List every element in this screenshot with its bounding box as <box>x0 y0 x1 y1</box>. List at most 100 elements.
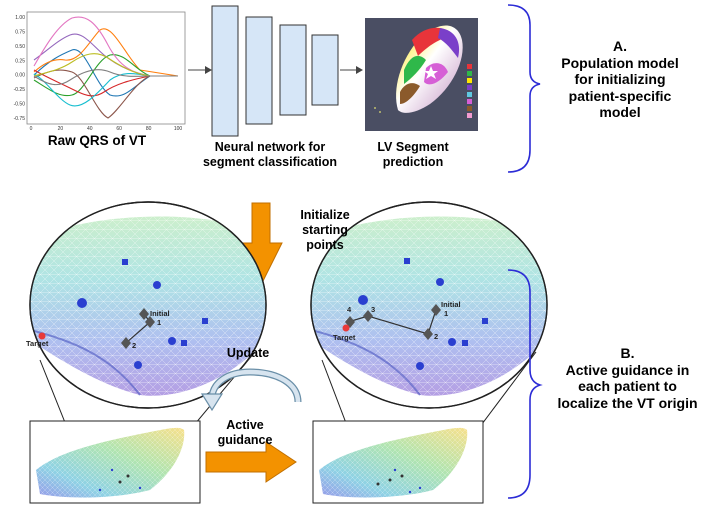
section-a-line: patient-specific <box>568 87 672 104</box>
qrs-x-tick-label: 60 <box>116 126 122 132</box>
bracket-a <box>507 4 541 173</box>
sample-point <box>462 340 468 346</box>
label-2: 2 <box>434 332 438 341</box>
qrs-y-tick-label: 0.50 <box>15 44 25 50</box>
right-mini-view <box>312 351 537 504</box>
network-layer <box>279 24 307 116</box>
qrs-trace <box>33 69 178 97</box>
section-b-line: Active guidance in <box>565 361 690 378</box>
sample-point <box>122 259 128 265</box>
label-4: 4 <box>347 305 352 314</box>
qrs-x-tick-label: 100 <box>174 126 183 132</box>
sample-point <box>153 281 161 289</box>
neural-network-label-line: Neural network for <box>214 140 326 154</box>
lv-prediction-label: LV Segment prediction <box>358 140 468 170</box>
qrs-plot-label: Raw QRS of VT <box>47 133 147 148</box>
qrs-y-tick-label: -0.75 <box>14 116 26 122</box>
qrs-trace <box>33 69 178 86</box>
qrs-y-tick-label: 1.00 <box>15 15 25 21</box>
label-1: 1 <box>444 309 448 318</box>
left-mini-view <box>29 351 256 504</box>
guidance-path <box>347 309 437 335</box>
target-marker <box>342 324 350 332</box>
qrs-y-tick-label: -0.50 <box>14 102 26 108</box>
sample-point <box>482 318 488 324</box>
qrs-trace <box>33 53 178 77</box>
qrs-y-tick-label: -0.25 <box>14 87 26 93</box>
star-icon <box>424 66 438 79</box>
section-a-line: Population model <box>561 54 679 71</box>
lv-prediction-label-line: LV Segment <box>377 140 449 154</box>
network-layer <box>211 5 239 137</box>
section-b-line: localize the VT origin <box>557 394 698 411</box>
section-b-line: each patient to <box>578 378 677 395</box>
qrs-traces <box>33 16 179 119</box>
initial-marker <box>431 304 441 316</box>
network-layer <box>245 16 273 125</box>
initialize-label: Initialize starting points <box>285 208 365 252</box>
active-guidance-arrow <box>205 441 297 483</box>
label-initial: Initial <box>441 300 461 309</box>
section-a-line: for initializing <box>574 71 666 88</box>
active-guidance-label-line: guidance <box>217 432 273 447</box>
initialize-label-line: starting <box>302 222 348 237</box>
label-3: 3 <box>371 305 375 314</box>
point-2-marker <box>121 337 131 349</box>
point-1-marker <box>145 316 155 328</box>
network-layer <box>311 34 339 106</box>
active-guidance-label: Active guidance <box>200 418 290 448</box>
update-cycle-arrow <box>200 368 302 412</box>
sample-point <box>436 278 444 286</box>
sample-point <box>168 337 176 345</box>
initialize-arrow <box>239 202 283 287</box>
point-3-marker <box>363 310 373 322</box>
initialize-label-line: Initialize <box>300 208 350 222</box>
lv-prediction-label-line: prediction <box>382 154 444 169</box>
neural-network-label: Neural network for segment classificatio… <box>190 140 350 170</box>
bracket-b <box>507 269 543 499</box>
active-guidance-label-line: Active <box>226 418 264 432</box>
segment-color-legend <box>467 64 472 118</box>
label-target: Target <box>26 339 49 348</box>
qrs-x-tick-label: 80 <box>146 126 152 132</box>
qrs-y-tick-label: 0.75 <box>15 29 25 35</box>
label-2: 2 <box>132 341 136 350</box>
neural-network-label-line: segment classification <box>202 154 338 169</box>
section-b-label: B. Active guidance in each patient to lo… <box>545 345 710 411</box>
point-2-marker <box>423 328 433 340</box>
lv-segment-prediction-image <box>365 18 478 131</box>
arrow-qrs-to-network <box>188 66 212 74</box>
arrow-network-to-lv <box>340 66 363 74</box>
section-b-line: B. <box>620 345 635 361</box>
label-initial: Initial <box>150 309 170 318</box>
label-1: 1 <box>157 318 161 327</box>
qrs-trace <box>33 72 178 107</box>
sample-point <box>358 295 368 305</box>
right-zoom-mesh: Initial 1 2 3 4 Target <box>310 201 548 409</box>
sample-point <box>134 361 142 369</box>
initial-marker <box>139 308 149 320</box>
label-target: Target <box>333 333 356 342</box>
qrs-plot-frame <box>26 11 186 125</box>
qrs-x-tick-label: 0 <box>30 126 33 132</box>
sample-point <box>404 258 410 264</box>
qrs-trace <box>33 28 179 77</box>
section-a-label: A. Population model for initializing pat… <box>540 38 700 121</box>
sample-point <box>77 298 87 308</box>
qrs-y-tick-label: 0.00 <box>15 73 25 79</box>
target-marker <box>38 332 46 340</box>
sample-point <box>448 338 456 346</box>
qrs-y-tick-label: 0.25 <box>15 58 25 64</box>
initialize-label-line: points <box>306 237 344 252</box>
sample-point <box>416 362 424 370</box>
sample-point <box>181 340 187 346</box>
update-label: Update <box>226 346 270 360</box>
qrs-y-ticks: 1.00 0.75 0.50 0.25 0.00 -0.25 -0.50 -0.75 <box>14 15 26 122</box>
qrs-x-tick-label: 20 <box>58 126 64 132</box>
sample-point <box>202 318 208 324</box>
section-a-line: model <box>599 104 641 121</box>
section-a-line: A. <box>613 38 627 54</box>
